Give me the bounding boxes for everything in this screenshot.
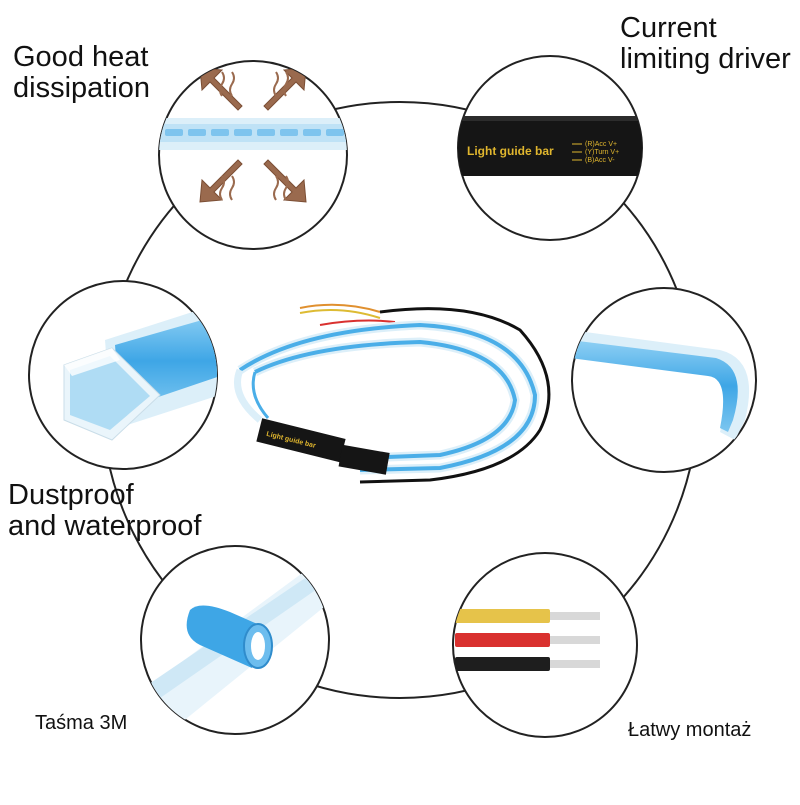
tape-label-text: Taśma 3M [35, 712, 128, 734]
driver-box-text: Light guide bar [467, 144, 554, 158]
driver-label: Current limiting driver [620, 12, 791, 76]
dust-label-line2: and waterproof [8, 510, 202, 543]
strip-profile-icon [571, 287, 757, 473]
heat-label-line1: Good heat [13, 41, 149, 73]
driver-wire-label: (R)Acc V+ [585, 141, 617, 148]
adhesive-tape-icon [140, 545, 330, 735]
mount-label: Łatwy montaż [628, 719, 752, 742]
heat-label-line2: dissipation [13, 72, 151, 105]
wires-icon [452, 552, 638, 738]
driver-wire-label: (B)Acc V- [585, 157, 615, 164]
dust-label-line1: Dustproof [8, 479, 134, 511]
driver-label-line1: Current [620, 12, 717, 44]
heat-dissipation-icon [158, 60, 348, 250]
driver-box-icon: Light guide bar (R)Acc V+ (Y)Turn V+ (B)… [457, 55, 643, 241]
driver-label-line2: limiting driver [620, 43, 791, 76]
product-strip-bundle: Light guide bar [234, 303, 551, 484]
driver-wire-label: (Y)Turn V+ [585, 149, 619, 156]
tape-label: Taśma 3M [35, 712, 128, 735]
end-cap-icon [28, 280, 218, 470]
mount-label-text: Łatwy montaż [628, 719, 752, 741]
heat-label: Good heat dissipation [13, 41, 151, 105]
dust-label: Dustproof and waterproof [8, 479, 202, 543]
